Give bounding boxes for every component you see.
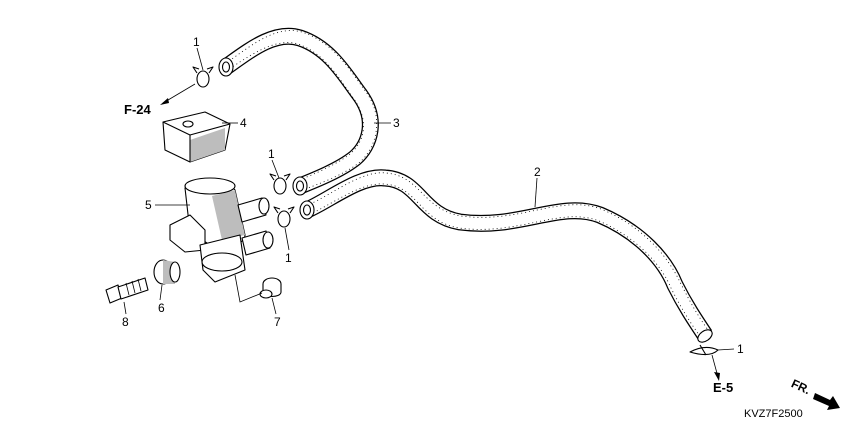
hose-3 — [218, 27, 379, 196]
callout-5: 5 — [145, 198, 152, 212]
rubber-mount — [162, 111, 231, 163]
hose-clip-end — [689, 344, 719, 356]
hose-2 — [299, 169, 713, 343]
drawing-code: KVZ7F2500 — [744, 408, 803, 420]
f24-reference-arrow — [160, 83, 196, 105]
callout-6: 6 — [158, 301, 165, 315]
leader-lines — [123, 47, 735, 351]
front-label: FR. — [789, 376, 812, 397]
e5-reference-arrow — [711, 354, 720, 381]
grommet — [259, 277, 282, 299]
callout-3: 3 — [393, 116, 400, 130]
callout-8: 8 — [122, 315, 129, 329]
callout-2: 2 — [534, 165, 541, 179]
callout-1-lower: 1 — [285, 251, 292, 265]
bolt — [105, 277, 149, 304]
callout-1-end: 1 — [737, 342, 744, 356]
hose-clip-mid-upper — [269, 173, 291, 195]
callout-1-upper: 1 — [268, 147, 275, 161]
hose-clip-top — [192, 66, 214, 88]
callout-1-top: 1 — [193, 35, 200, 49]
callout-7: 7 — [274, 315, 281, 329]
reference-e5: E-5 — [713, 380, 733, 395]
solenoid-valve — [169, 177, 274, 283]
hose-clip-mid-lower — [273, 206, 295, 228]
collar — [153, 259, 181, 285]
callout-4: 4 — [240, 116, 247, 130]
reference-f24: F-24 — [124, 102, 152, 117]
front-direction-arrow — [813, 393, 840, 410]
